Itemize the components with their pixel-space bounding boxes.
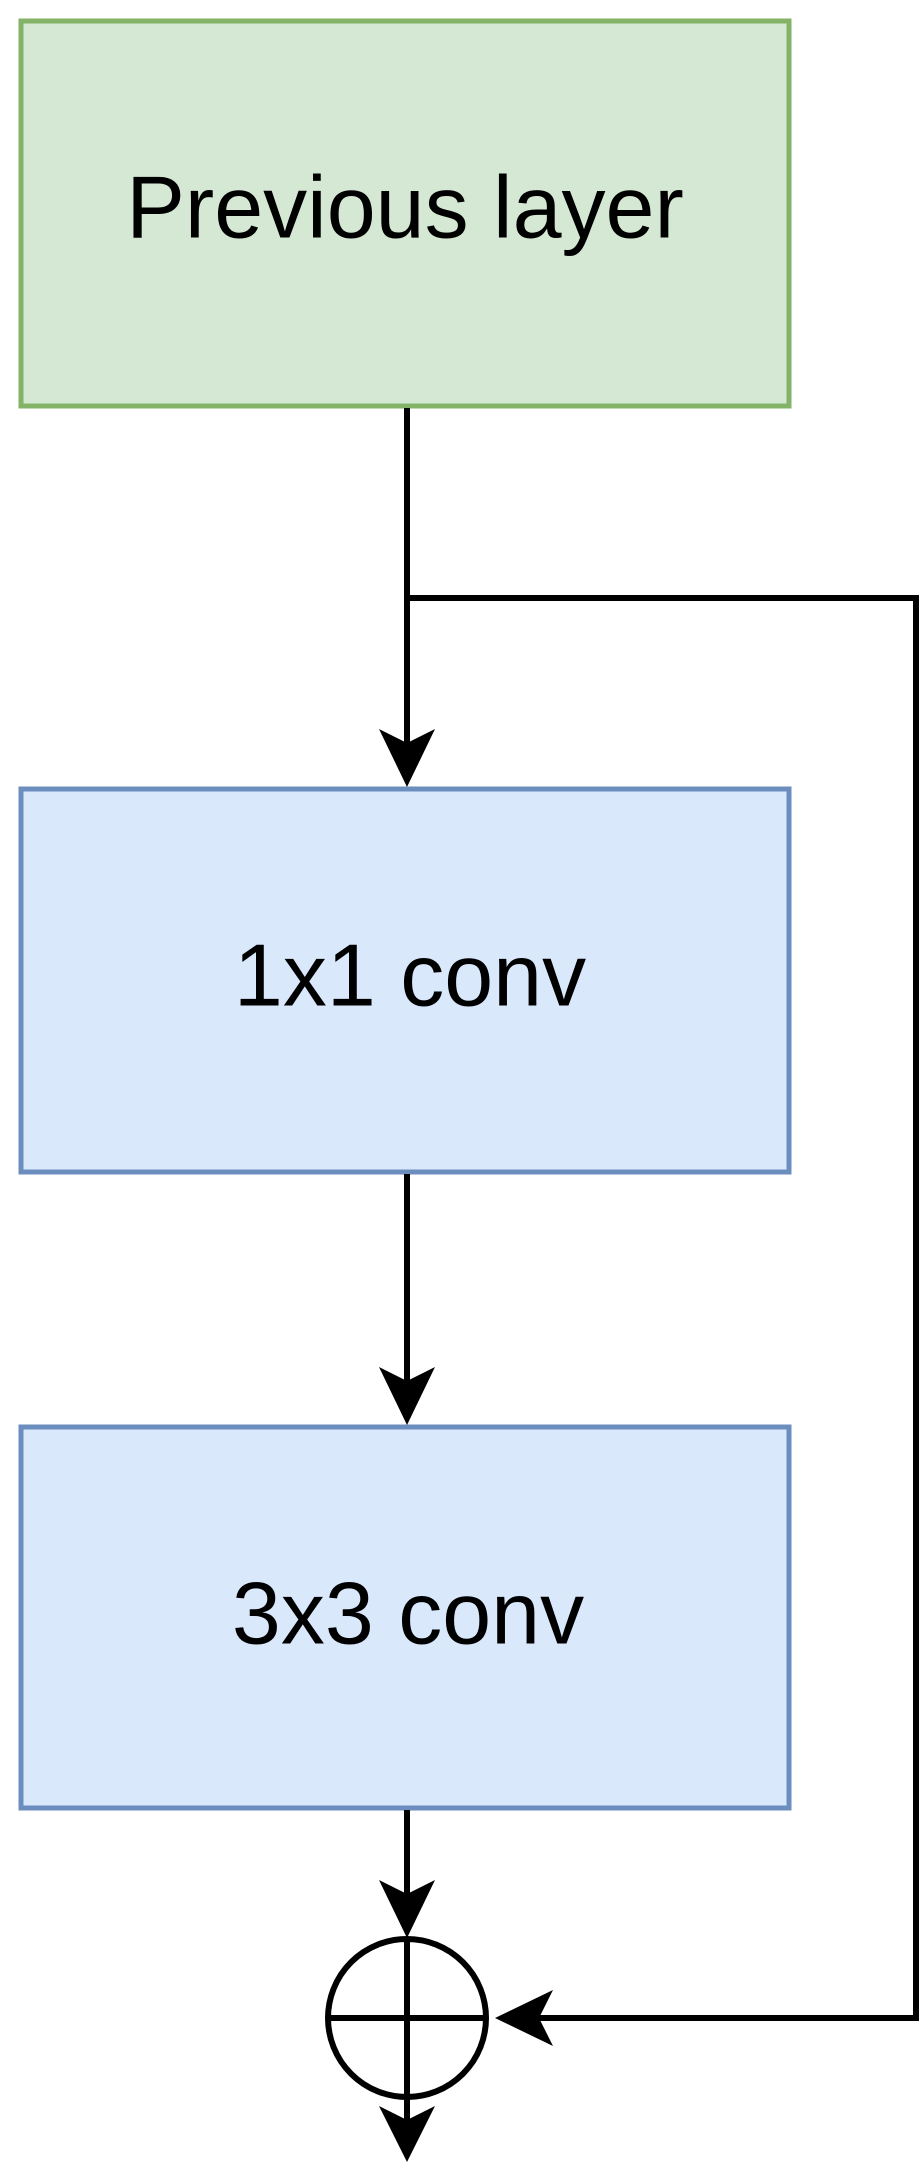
output-edge: [379, 2097, 435, 2162]
skip-connection-edge: [407, 595, 919, 2046]
skip-connection-line: [407, 595, 919, 2021]
conv1x1-box: [18, 786, 792, 1175]
edge-conv3x3-to-sum: [379, 1810, 435, 1938]
edge-conv1x1-to-conv3x3: [379, 1174, 435, 1425]
arrowhead-icon: [379, 1880, 435, 1938]
arrowhead-icon: [379, 1367, 435, 1425]
conv3x3-node: 3x3 conv: [18, 1424, 792, 1811]
previous-layer-node: Previous layer: [18, 18, 792, 409]
arrowhead-icon: [379, 2106, 435, 2162]
arrowhead-icon: [379, 729, 435, 787]
sum-node: [325, 1936, 489, 2100]
edge-previous-to-conv1x1: [379, 408, 435, 787]
previous-layer-box: [18, 18, 792, 409]
conv3x3-label: 3x3 conv: [232, 1563, 584, 1662]
conv3x3-box: [18, 1424, 792, 1811]
conv1x1-label: 1x1 conv: [234, 925, 586, 1024]
previous-layer-label: Previous layer: [126, 157, 684, 256]
conv1x1-node: 1x1 conv: [18, 786, 792, 1175]
arrowhead-icon: [495, 1990, 553, 2046]
